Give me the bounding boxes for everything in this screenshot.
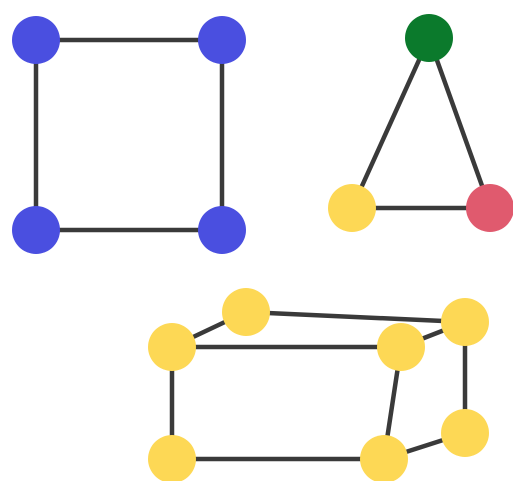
- edge-tri-top-to-tri-right: [426, 35, 493, 211]
- node-sq-bottom-right: [198, 206, 246, 254]
- node-cu-front-bottom-right: [360, 435, 408, 481]
- node-cu-front-bottom-left: [148, 435, 196, 481]
- node-cu-front-top-right: [377, 323, 425, 371]
- edge-cu-back-top-left-to-cu-back-top-right: [243, 309, 468, 325]
- node-cu-front-top-left: [148, 323, 196, 371]
- square-graph-edges: [33, 37, 225, 233]
- square-graph-nodes: [12, 16, 246, 254]
- node-tri-top: [405, 14, 453, 62]
- node-cu-back-bottom-right: [441, 409, 489, 457]
- cuboid-graph-nodes: [148, 288, 489, 481]
- node-tri-right: [466, 184, 513, 232]
- node-sq-bottom-left: [12, 206, 60, 254]
- triangle-graph-edges: [349, 35, 493, 211]
- node-sq-top-right: [198, 16, 246, 64]
- triangle-graph-nodes: [328, 14, 513, 232]
- edges-layer: [33, 35, 493, 462]
- node-cu-back-top-right: [441, 298, 489, 346]
- node-sq-top-left: [12, 16, 60, 64]
- edge-tri-top-to-tri-left: [349, 35, 432, 211]
- node-tri-left: [328, 184, 376, 232]
- nodes-layer: [12, 14, 513, 481]
- node-cu-back-top-left: [222, 288, 270, 336]
